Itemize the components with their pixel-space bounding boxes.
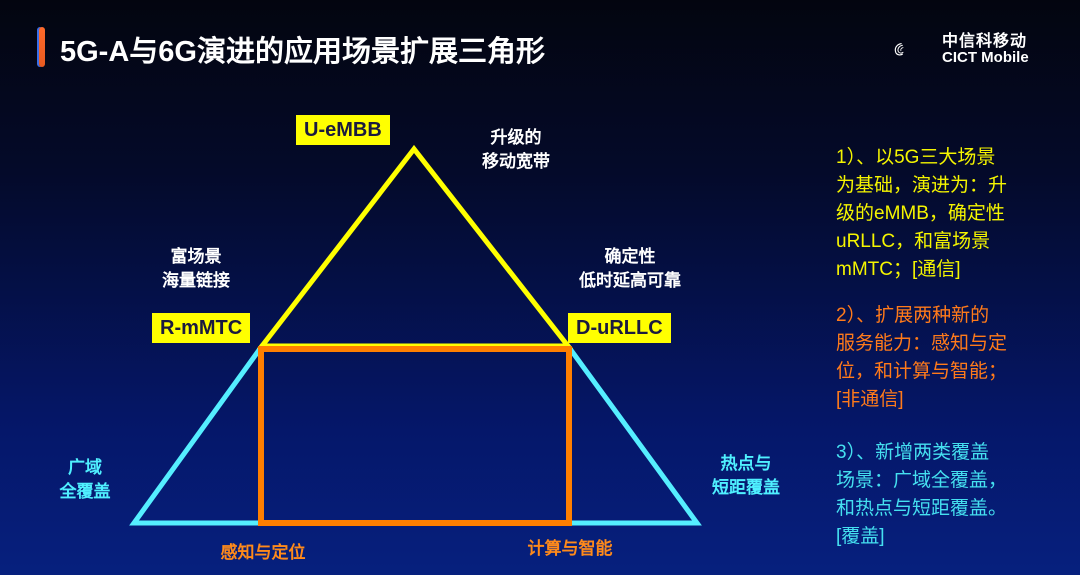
tag-u-embb: U-eMBB bbox=[296, 115, 390, 145]
label-sensing-positioning: 感知与定位 bbox=[220, 543, 306, 562]
title-accent-bar bbox=[39, 27, 45, 67]
logo-text-en: CICT Mobile bbox=[942, 49, 1029, 66]
logo-text-cn: 中信科移动 bbox=[942, 33, 1028, 50]
label-upgraded-mbb: 升级的移动宽带 bbox=[482, 128, 550, 171]
tag-d-urllc: D-uRLLC bbox=[568, 313, 671, 343]
note-coverage: 3）、新增两类覆盖场景：广域全覆盖，和热点与短距覆盖。[覆盖] bbox=[836, 442, 1008, 547]
label-wide-coverage: 广域全覆盖 bbox=[59, 458, 111, 501]
page-title: 5G-A与6G演进的应用场景扩展三角形 bbox=[60, 36, 545, 68]
label-computing-intelligence: 计算与智能 bbox=[527, 539, 613, 558]
tag-r-mmtc: R-mMTC bbox=[152, 313, 251, 343]
label-hotspot-coverage: 热点与短距覆盖 bbox=[712, 454, 780, 497]
coverage-trapezoid bbox=[129, 343, 702, 526]
note-non-communication: 2）、扩展两种新的服务能力：感知与定位，和计算与智能；[非通信] bbox=[836, 305, 1008, 410]
non-communication-rectangle bbox=[258, 346, 572, 526]
cict-logo-icon bbox=[894, 42, 904, 56]
label-deterministic-urllc: 确定性低时延高可靠 bbox=[579, 247, 681, 290]
communication-triangle bbox=[256, 144, 574, 349]
label-rich-mmtc: 富场景海量链接 bbox=[162, 247, 230, 290]
